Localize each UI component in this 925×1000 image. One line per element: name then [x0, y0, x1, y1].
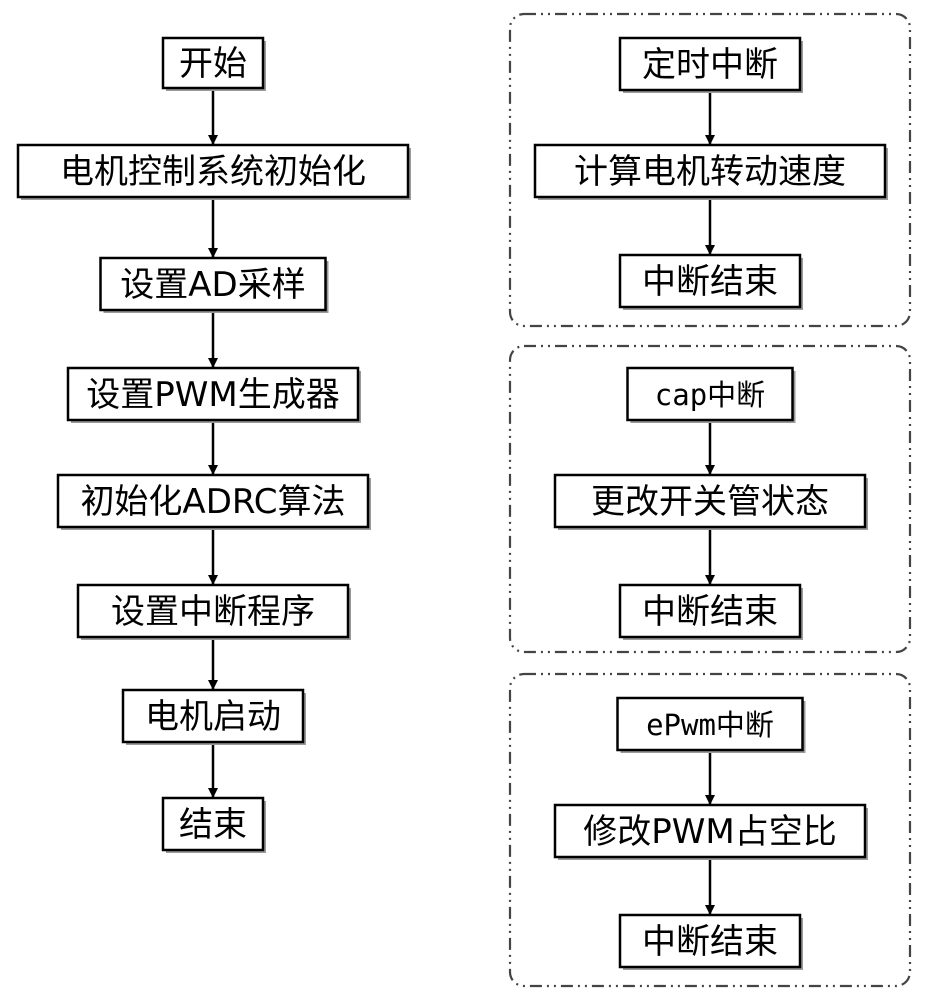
node-box [161, 36, 265, 90]
node-box [16, 143, 410, 199]
node-box [553, 803, 867, 859]
node-box [76, 583, 350, 639]
group-timer-group [508, 12, 912, 328]
node-label: 中断结束 [642, 262, 778, 302]
node-modify-duty: 修改PWM占空比 [553, 803, 868, 860]
node-motor-start: 电机启动 [121, 688, 306, 745]
node-label: ePwm中断 [646, 708, 774, 742]
node-box [618, 913, 802, 969]
node-label: 电机控制系统初始化 [60, 152, 366, 192]
node-box [533, 143, 887, 199]
node-calc-speed: 计算电机转动速度 [533, 143, 888, 200]
node-label: 修改PWM占空比 [583, 812, 836, 852]
group-cap-group [508, 344, 912, 654]
node-init-system: 电机控制系统初始化 [16, 143, 411, 200]
node-label: 结束 [179, 805, 247, 845]
node-label: 设置AD采样 [120, 265, 305, 305]
node-box [99, 256, 327, 312]
node-box [66, 366, 360, 422]
node-set-pwm: 设置PWM生成器 [66, 366, 361, 423]
node-box [618, 36, 802, 92]
node-label: 开始 [179, 44, 247, 84]
node-set-ad: 设置AD采样 [99, 256, 329, 313]
node-box [616, 696, 804, 752]
node-timer-end: 中断结束 [618, 253, 803, 310]
node-epwm-interrupt: ePwm中断 [616, 696, 806, 753]
node-set-interrupt: 设置中断程序 [76, 583, 351, 640]
node-label: 设置PWM生成器 [86, 375, 339, 415]
node-label: 更改开关管状态 [591, 482, 829, 522]
node-box [553, 473, 867, 529]
node-box [121, 688, 305, 744]
node-epwm-end: 中断结束 [618, 913, 803, 970]
node-timer-interrupt: 定时中断 [618, 36, 803, 93]
node-box [56, 473, 370, 529]
node-label: 计算电机转动速度 [574, 152, 846, 192]
node-label: 定时中断 [642, 45, 778, 85]
node-start: 开始 [161, 36, 266, 91]
node-init-adrc: 初始化ADRC算法 [56, 473, 371, 530]
node-label: 中断结束 [642, 922, 778, 962]
node-cap-end: 中断结束 [618, 583, 803, 640]
group-epwm-group [508, 672, 912, 988]
node-box [618, 583, 802, 639]
node-end: 结束 [161, 796, 266, 853]
node-box [618, 253, 802, 309]
node-cap-interrupt: cap中断 [626, 366, 796, 423]
node-box [626, 366, 794, 422]
node-label: 初始化ADRC算法 [80, 482, 345, 522]
node-label: 电机启动 [145, 697, 281, 737]
node-label: cap中断 [655, 378, 765, 412]
node-label: 中断结束 [642, 592, 778, 632]
node-change-switch: 更改开关管状态 [553, 473, 868, 530]
node-label: 设置中断程序 [111, 592, 315, 632]
node-box [161, 796, 265, 852]
